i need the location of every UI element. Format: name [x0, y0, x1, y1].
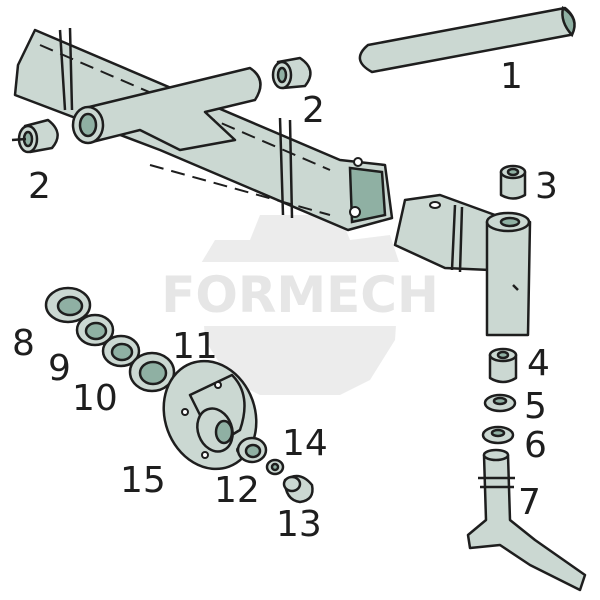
part-2-bush-left — [11, 118, 59, 154]
label-1: 1 — [500, 56, 523, 97]
part-1-rod — [358, 6, 576, 74]
cross-tube — [71, 66, 262, 152]
label-9: 9 — [48, 348, 71, 389]
label-2-left: 2 — [28, 166, 51, 207]
part-4-bush — [488, 347, 518, 384]
part-13-dust-cap — [282, 474, 314, 504]
part-6-washer — [481, 425, 515, 445]
part-5-washer — [483, 393, 517, 413]
label-10: 10 — [72, 378, 118, 419]
watermark-text: FORMECH — [161, 266, 439, 324]
label-6: 6 — [524, 425, 547, 466]
part-15-hub — [162, 359, 258, 471]
label-7: 7 — [518, 482, 541, 523]
label-13: 13 — [276, 504, 322, 545]
part-8-washer — [44, 286, 92, 324]
label-3: 3 — [535, 166, 558, 207]
part-14-washer — [265, 458, 285, 476]
part-7-stub-axle — [466, 448, 587, 592]
label-11: 11 — [172, 326, 218, 367]
part-3-bush — [499, 164, 527, 200]
label-12: 12 — [214, 470, 260, 511]
label-15: 15 — [120, 460, 166, 501]
part-11-bearing — [128, 351, 176, 393]
label-14: 14 — [282, 423, 328, 464]
part-2-bush-right — [271, 56, 312, 90]
label-8: 8 — [12, 323, 35, 364]
formech-watermark-logo: FORMECH — [161, 215, 439, 395]
part-10-washer — [101, 334, 141, 368]
part-12-bearing — [236, 436, 268, 464]
label-4: 4 — [527, 343, 550, 384]
label-5: 5 — [524, 386, 547, 427]
part-9-washer — [75, 313, 115, 347]
steering-bracket — [393, 193, 532, 337]
label-2-right: 2 — [302, 90, 325, 131]
